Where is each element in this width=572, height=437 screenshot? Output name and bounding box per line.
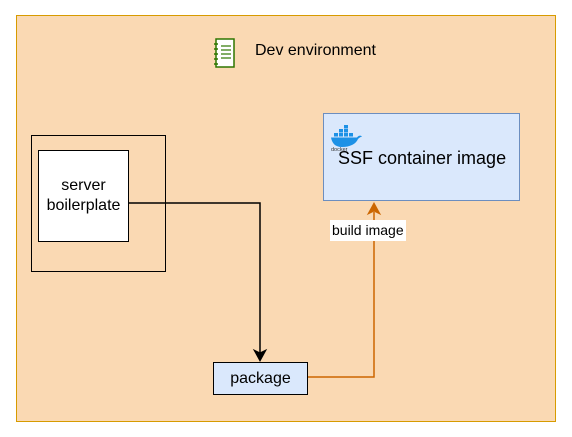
build-image-edge-label: build image: [330, 220, 406, 241]
package-label: package: [230, 369, 291, 387]
dev-environment-label: Dev environment: [255, 42, 376, 59]
docker-icon-text: docker: [331, 147, 348, 151]
docker-icon: docker: [331, 125, 362, 151]
ssf-container-image-label: SSF container image: [338, 148, 507, 168]
package-node[interactable]: package: [213, 362, 308, 395]
ssf-container-image-node[interactable]: [323, 113, 520, 201]
notebook-icon: [214, 38, 235, 68]
server-boilerplate-node[interactable]: server boilerplate: [38, 150, 129, 242]
server-boilerplate-label: server boilerplate: [46, 177, 121, 214]
